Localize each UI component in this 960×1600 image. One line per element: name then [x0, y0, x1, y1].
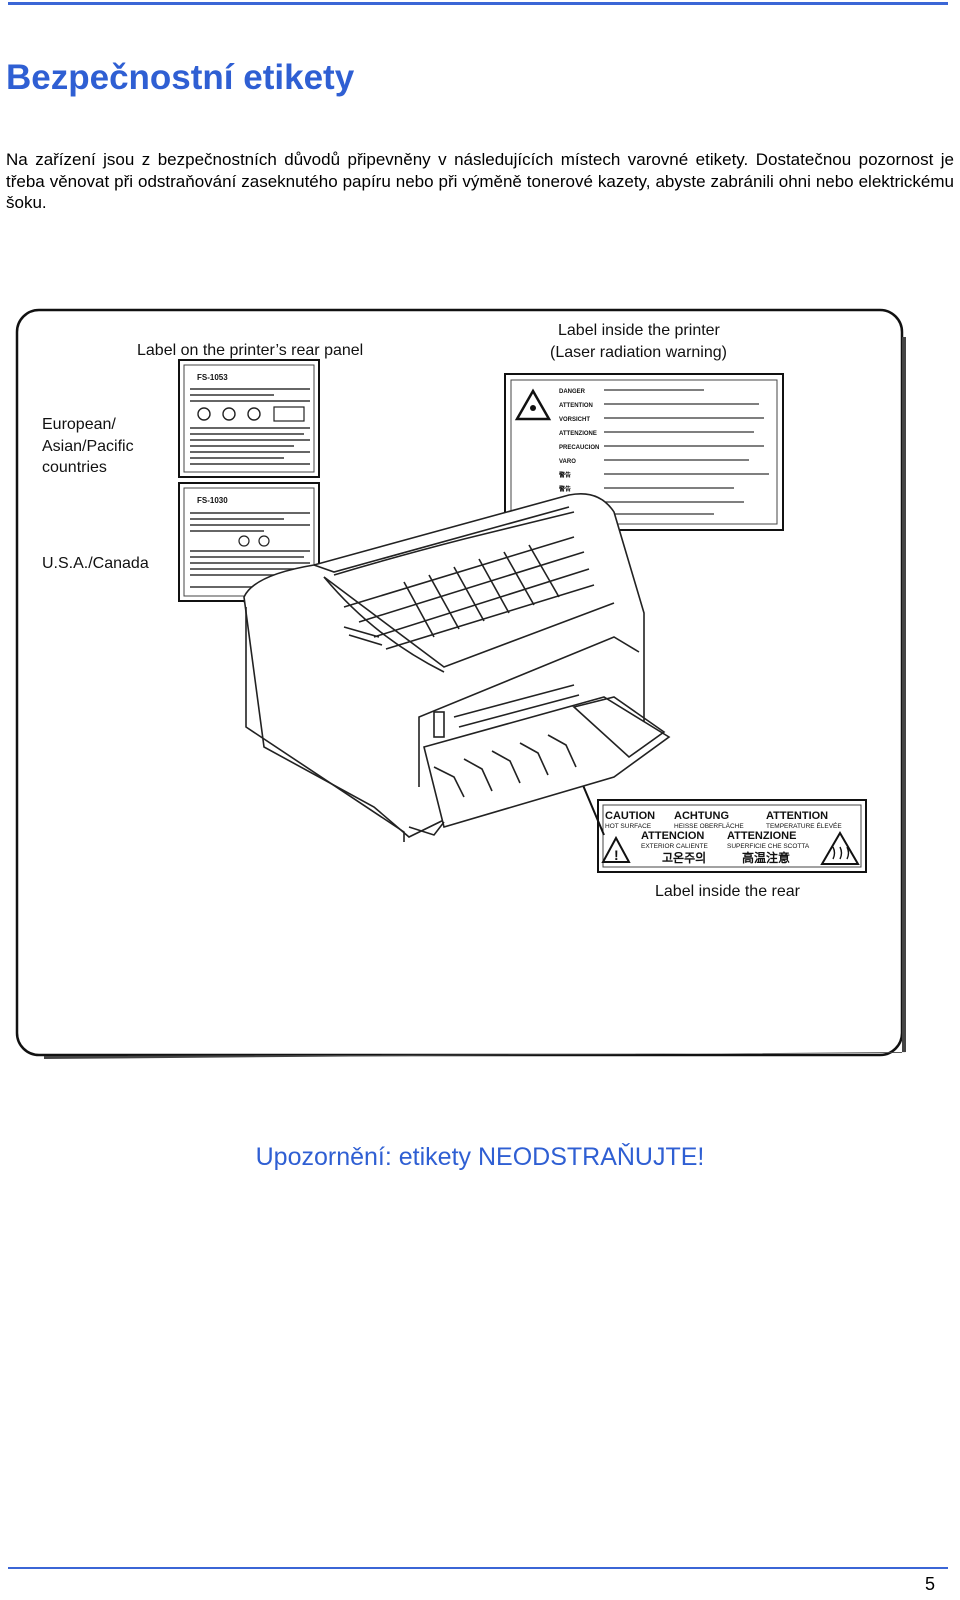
svg-text:!: !: [614, 847, 619, 863]
page-number: 5: [925, 1574, 936, 1594]
intro-paragraph: Na zařízení jsou z bezpečnostních důvodů…: [6, 150, 954, 212]
inside-caption-line1: Label inside the printer: [558, 322, 721, 339]
heat-warning-word: ATTENZIONE: [727, 830, 796, 842]
heat-warning-word: CAUTION: [605, 810, 655, 822]
page-title: Bezpečnostní etikety: [6, 58, 355, 97]
laser-warning-word: 警告: [558, 485, 571, 493]
rear-panel-caption: Label on the printer’s rear panel: [137, 342, 363, 359]
rear-inside-caption: Label inside the rear: [655, 883, 801, 900]
region-us-caption: U.S.A./Canada: [42, 555, 149, 572]
heat-warning-subtext: TEMPERATURE ÉLEVÉE: [766, 821, 842, 830]
printer-label-illustration: Label on the printer’s rear panel Label …: [14, 307, 919, 1059]
warning-notice: Upozornění: etikety NEODSTRAŇUJTE!: [255, 1143, 705, 1171]
heat-warning-word: ATTENTION: [766, 810, 828, 822]
laser-warning-word: VORSICHT: [559, 417, 590, 423]
laser-warning-word: ATTENZIONE: [559, 431, 597, 437]
rating-label-eu-model: FS-1053: [197, 373, 228, 382]
region-eu-line3: countries: [42, 459, 107, 476]
rating-label-eu: FS-1053: [178, 359, 320, 478]
rating-label-us-model: FS-1030: [197, 496, 228, 505]
laser-warning-word: DANGER: [559, 389, 586, 395]
heat-warning-word: 고온주의: [662, 850, 706, 865]
laser-warning-word: ATTENTION: [559, 403, 593, 409]
heat-warning-subtext: SUPERFICIE CHE SCOTTA: [727, 843, 810, 850]
laser-warning-word: PRECAUCION: [559, 445, 599, 451]
heat-warning-word: ACHTUNG: [674, 810, 729, 822]
inside-caption-line2: (Laser radiation warning): [550, 344, 727, 361]
heat-warning-subtext: HEISSE OBERFLÄCHE: [674, 822, 744, 830]
region-eu-line1: European/: [42, 416, 116, 433]
printer-drawing: [243, 493, 671, 842]
heat-warning-word: ATTENCION: [641, 830, 704, 842]
heat-warning-word: 高温注意: [742, 850, 790, 865]
top-rule: [8, 2, 948, 5]
region-eu-line2: Asian/Pacific: [42, 438, 134, 455]
laser-warning-word: VARO: [559, 459, 576, 465]
bottom-rule: [8, 1567, 948, 1569]
hot-surface-label: CAUTION ACHTUNG ATTENTION HOT SURFACE HEISSE…: [597, 799, 867, 873]
heat-warning-subtext: EXTERIOR CALIENTE: [641, 843, 708, 850]
heat-warning-subtext: HOT SURFACE: [605, 823, 652, 830]
laser-warning-word: 警告: [558, 471, 571, 479]
